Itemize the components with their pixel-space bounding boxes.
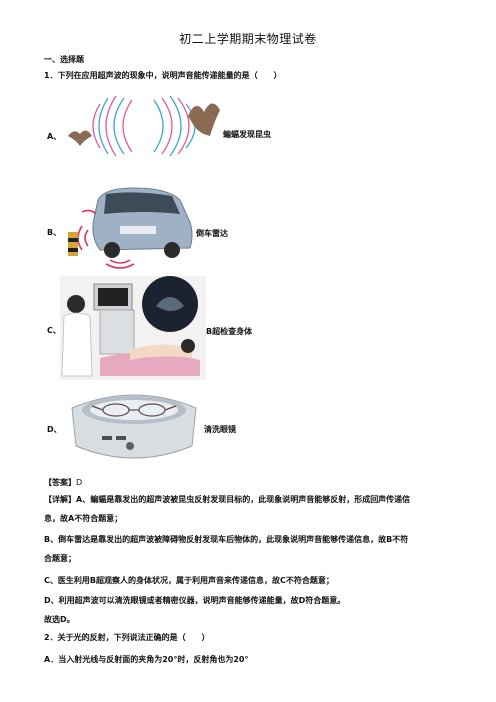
option-d-label: D、: [47, 425, 62, 434]
explanation-a-text: A、蝙蝠是靠发出的超声波被昆虫反射发现目标的，此现象说明声音能够反射，形成回声传…: [76, 495, 411, 504]
option-c-label: C、: [47, 326, 61, 335]
option-b-caption: 倒车雷达: [196, 229, 228, 238]
answer-line: 【答案】D: [44, 477, 82, 488]
bat-echolocation-figure: [64, 92, 224, 160]
answer-value: D: [76, 478, 83, 487]
explanation-a-cont: 息，故A不符合题意；: [44, 514, 123, 523]
conclusion: 故选D。: [44, 615, 75, 624]
ultrasonic-cleaner-figure: [66, 388, 202, 468]
answer-tag: 【答案】: [44, 478, 76, 487]
option-c-caption: B超检查身体: [206, 327, 253, 336]
option-a-caption: 蝙蝠发现昆虫: [223, 130, 271, 139]
explanation-tag: 【详解】: [44, 495, 76, 504]
reversing-radar-figure: [64, 186, 196, 272]
question-2-stem: 2．关于光的反射，下列说法正确的是（ ）: [44, 633, 210, 642]
option-a-label: A、: [47, 132, 62, 141]
page-title: 初二上学期期末物理试卷: [179, 32, 317, 46]
explanation-d: D、利用超声波可以清洗眼镜或者精密仪器，说明声音能够传递能量，故D符合题意。: [44, 596, 346, 605]
section-heading: 一、选择题: [44, 55, 84, 64]
explanation-b-cont: 合题意；: [44, 554, 76, 563]
question-1-stem: 1．下列在应用超声波的现象中，说明声音能传递能量的是（ ）: [44, 71, 282, 80]
option-d-caption: 清洗眼镜: [204, 425, 236, 434]
explanation-c: C、医生利用B超观察人的身体状况，属于利用声音来传递信息，故C不符合题意；: [44, 576, 334, 585]
question-2-option-a: A．当入射光线与反射面的夹角为20°时，反射角也为20°: [44, 655, 249, 664]
explanation-a: 【详解】A、蝙蝠是靠发出的超声波被昆虫反射发现目标的，此现象说明声音能够反射，形…: [44, 494, 454, 506]
explanation-b: B、倒车雷达是靠发出的超声波被障碍物反射发现车后物体的，此现象说明声音能够传递信…: [44, 535, 409, 544]
option-b-label: B、: [47, 228, 62, 237]
ultrasound-exam-figure: [60, 276, 206, 380]
